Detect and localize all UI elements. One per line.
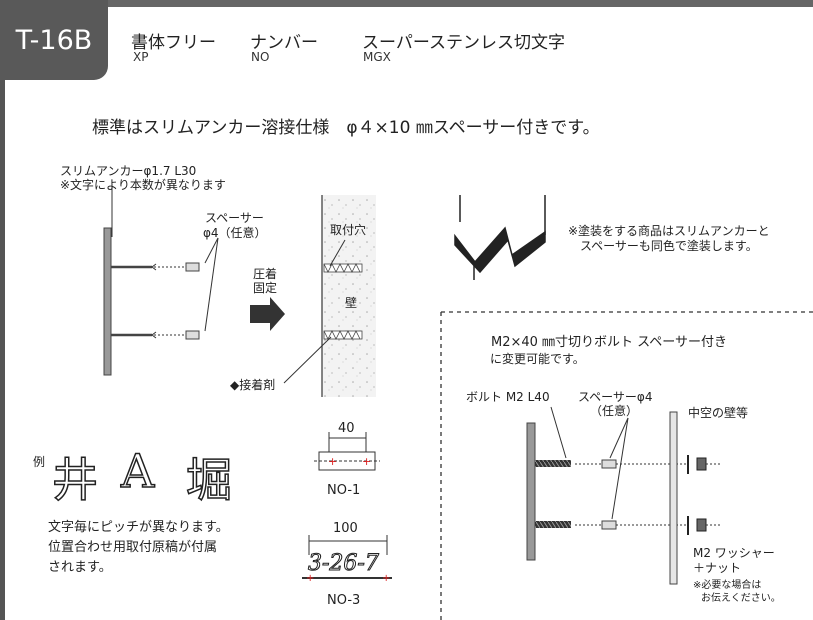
- hole-label: 取付穴: [330, 223, 367, 237]
- svg-text:+: +: [362, 455, 371, 468]
- spacer-top: [185, 262, 200, 272]
- svg-text:+: +: [328, 455, 337, 468]
- svg-text:+: +: [306, 573, 314, 584]
- no3-number: 3-26-7: [308, 551, 380, 577]
- paint-note-line2: スペーサーも同色で塗装します。: [580, 239, 758, 253]
- hollow-wall-label: 中空の壁等: [688, 406, 749, 420]
- left-border: [0, 60, 5, 620]
- headline: 標準はスリムアンカー溶接仕様 φ４×10 ㎜スペーサー付きです。: [92, 118, 600, 138]
- arrow-icon: [250, 297, 285, 331]
- top-border: [0, 0, 813, 7]
- no3-label: NO-3: [327, 593, 361, 608]
- press-label-line1: 圧着: [253, 267, 278, 281]
- no1-dimension: 40: [338, 421, 355, 436]
- washer-note-line1: ※必要な場合は: [693, 580, 762, 591]
- letter-3d-sketch: [454, 195, 546, 280]
- svg-text:+: +: [382, 573, 390, 584]
- category-code-no: NO: [251, 50, 270, 64]
- product-code-tab: T-16B: [0, 0, 108, 80]
- bolt-spacer-line2: （任意）: [590, 404, 639, 418]
- bolt-bottom: [535, 521, 571, 528]
- bolt-spacer-line1: スペーサーφ4: [578, 390, 653, 404]
- press-label-line2: 固定: [253, 281, 278, 295]
- bolt-top: [535, 460, 571, 467]
- example-char-2: A: [120, 443, 155, 499]
- bolt-spacer-bottom: [601, 520, 617, 530]
- no1-label: NO-1: [327, 483, 361, 498]
- wall-section: [322, 195, 376, 397]
- category-code-xp: XP: [133, 50, 149, 64]
- bolt-option-line1: M2×40 ㎜寸切りボルト スペーサー付き: [491, 335, 728, 350]
- example-char-1: 井: [51, 452, 99, 508]
- category-name-xp: 書体フリー: [131, 33, 216, 53]
- hollow-wall: [669, 411, 678, 585]
- washer-note-line2: お伝えください。: [701, 593, 781, 604]
- example-label: 例: [33, 455, 46, 469]
- anchor-note-line1: スリムアンカーφ1.7 L30: [60, 164, 197, 178]
- adhesive-label: ◆接着剤: [230, 378, 276, 392]
- paint-note-line1: ※塗装をする商品はスリムアンカーと: [568, 224, 770, 238]
- wall-label: 壁: [345, 296, 358, 310]
- no3-dimension: 100: [333, 521, 358, 536]
- letter-plate-bolt: [526, 422, 536, 561]
- washer-line2: ＋ナット: [693, 561, 742, 575]
- washer-line1: M2 ワッシャー: [693, 546, 775, 560]
- spacer-label-line2: φ4（任意）: [203, 226, 267, 240]
- spacer-bottom: [185, 330, 200, 340]
- pitch-note-line1: 文字毎にピッチが異なります。: [48, 520, 229, 535]
- spacer-label-line1: スペーサー: [205, 211, 264, 225]
- example-char-3: 堀: [185, 452, 233, 508]
- bolt-option-line2: に変更可能です。: [490, 352, 585, 366]
- bolt-spacer-top: [601, 459, 617, 469]
- pitch-note-line2: 位置合わせ用取付原稿が付属: [48, 540, 218, 555]
- pitch-note-line3: されます。: [48, 560, 112, 575]
- anchor-note-line2: ※文字により本数が異なります: [60, 178, 226, 192]
- bolt-label: ボルト M2 L40: [466, 390, 550, 404]
- category-code-mgx: MGX: [363, 50, 391, 64]
- category-name-mgx: スーパーステンレス切文字: [362, 33, 565, 53]
- letter-plate: [103, 227, 112, 376]
- category-name-no: ナンバー: [250, 33, 318, 53]
